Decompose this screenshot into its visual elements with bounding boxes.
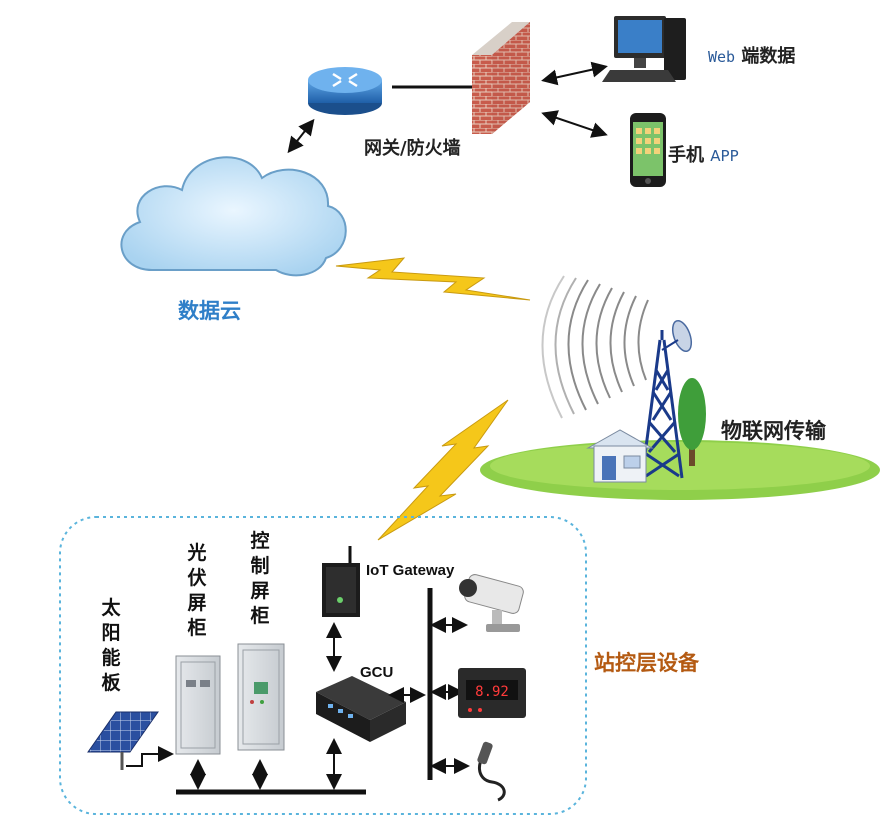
sensor-probe-icon — [477, 741, 506, 802]
pv-cabinet-icon — [175, 655, 221, 755]
control-cabinet-icon — [237, 643, 285, 751]
station-frame — [59, 516, 587, 815]
firewall-app-arrow — [541, 110, 608, 138]
house-icon — [586, 429, 654, 483]
digital-meter-icon: 8.92 — [458, 668, 526, 718]
meter-display: 8.92 — [475, 684, 509, 700]
control-cabinet-label: 控 制 屏 柜 — [249, 529, 271, 629]
router-cloud-arrow — [287, 118, 315, 154]
cloud-icon — [120, 156, 347, 277]
solar-char: 阳 — [101, 622, 121, 644]
pv-char: 光 — [187, 542, 207, 564]
mobile-label-cn: 手机 — [668, 145, 704, 166]
control-char: 柜 — [250, 605, 270, 627]
solar-char: 能 — [101, 647, 121, 669]
lightning-icon — [377, 399, 509, 541]
smartphone-icon — [630, 113, 666, 187]
solar-panel-icon — [87, 711, 159, 770]
pv-char: 伏 — [187, 567, 207, 589]
desktop-computer-icon — [602, 16, 686, 82]
iot-gateway-icon — [322, 546, 360, 617]
web-label-prefix: Web — [708, 48, 736, 66]
solar-char: 太 — [101, 597, 121, 619]
firewall-icon — [472, 22, 530, 134]
tower-scene — [480, 275, 880, 500]
mobile-label-en: APP — [710, 147, 739, 165]
radio-waves — [541, 275, 649, 419]
firewall-web-arrow — [541, 61, 608, 86]
control-char: 制 — [250, 555, 270, 577]
control-char: 屏 — [250, 580, 270, 602]
iot-gateway-label: IoT Gateway — [366, 562, 455, 579]
mobile-app-label: 手机 APP — [668, 147, 739, 165]
gateway-firewall-label: 网关/防火墙 — [364, 138, 461, 159]
solar-pv-arrow — [126, 746, 174, 767]
control-char: 控 — [250, 530, 270, 552]
station-layer-label: 站控层设备 — [594, 651, 699, 675]
router-icon — [308, 67, 382, 115]
pv-char: 柜 — [187, 617, 207, 639]
lightning-icon — [335, 257, 531, 301]
web-label-suffix: 端数据 — [741, 46, 796, 67]
web-data-label: Web 端数据 — [708, 48, 795, 66]
pv-cabinet-label: 光 伏 屏 柜 — [186, 541, 208, 641]
pv-char: 屏 — [187, 592, 207, 614]
gcu-controller-icon — [316, 676, 406, 742]
solar-char: 板 — [101, 672, 121, 694]
tree-icon — [678, 378, 706, 466]
dish-antenna-icon — [661, 319, 693, 353]
iot-transmission-label: 物联网传输 — [721, 419, 826, 443]
data-cloud-label: 数据云 — [178, 299, 241, 323]
solar-panel-label: 太 阳 能 板 — [100, 596, 122, 696]
gcu-label: GCU — [360, 664, 394, 681]
cctv-camera-icon — [459, 574, 524, 632]
